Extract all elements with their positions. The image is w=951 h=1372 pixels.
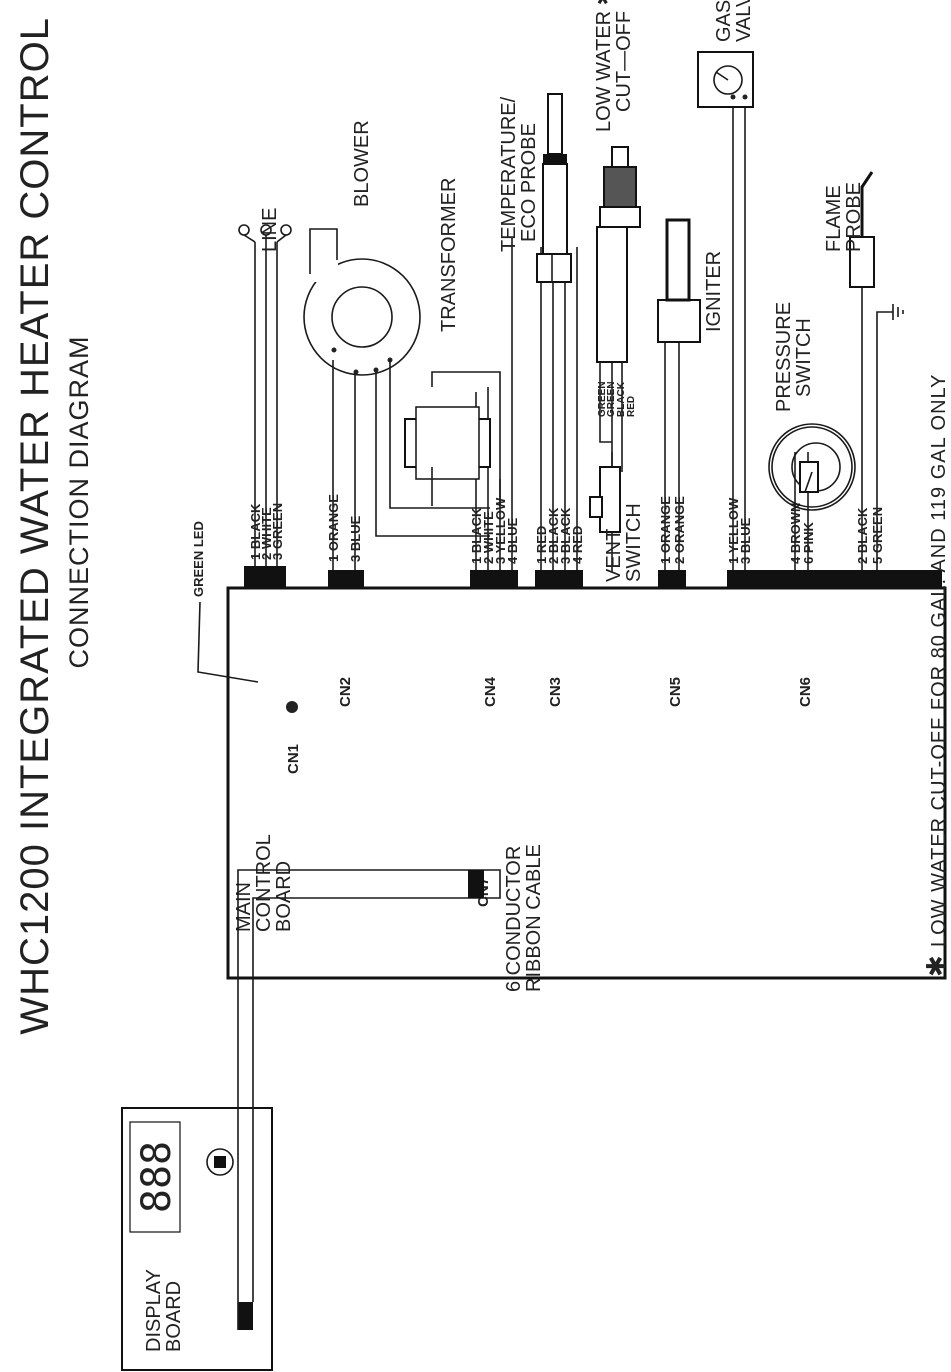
vent-switch: VENT SWITCH [589, 452, 645, 582]
footnote: ✱ LOW WATER CUT-OFF FOR 80 GAL. AND 119 … [921, 373, 951, 977]
cn3-wire-3: 3 BLACK [558, 507, 573, 564]
cn1-wire-2: 2 WHITE [259, 507, 274, 560]
temp-probe-label-2: ECO PROBE [518, 123, 540, 242]
line-terminals: LINE [238, 208, 292, 267]
low-water-wire-3: BLACK [616, 381, 627, 417]
cn1-label: CN1 [285, 744, 302, 774]
cn1-connector: 1 BLACK 2 WHITE 3 GREEN [244, 242, 286, 588]
flame-probe: FLAME PROBE [823, 171, 875, 288]
green-led-label: GREEN LED [191, 521, 206, 597]
cn3-wire-4: 4 RED [570, 526, 585, 564]
low-water-wire-1: GREEN [597, 381, 608, 417]
cn4-wire-4: 4 BLUE [505, 517, 520, 564]
green-led [286, 701, 298, 713]
cn7-connector [468, 870, 484, 898]
low-water-label-1: LOW WATER ✱ [593, 0, 615, 132]
cn3-connector: 1 RED 2 BLACK 3 BLACK 4 RED [534, 247, 585, 588]
vent-switch-label-1: VENT [603, 529, 625, 582]
cn6-wire-6: 6 PINK [801, 521, 816, 564]
cn6-label: CN6 [797, 677, 814, 707]
pressure-switch-label-1: PRESSURE [773, 302, 795, 412]
transformer-label: TRANSFORMER [438, 178, 460, 332]
cn6-wire-1: 1 YELLOW [726, 497, 741, 564]
svg-text:888: 888 [134, 1141, 180, 1213]
diagram-subtitle: CONNECTION DIAGRAM [64, 335, 94, 668]
ribbon-cable: 6 CONDUCTOR RIBBON CABLE [237, 844, 545, 1330]
gas-valve-label-1: GAS [713, 0, 735, 42]
cn2-label: CN2 [337, 677, 354, 707]
cn3-wire-2: 2 BLACK [546, 507, 561, 564]
cn6-connector: 1 YELLOW 3 BLUE 4 BROWN 6 PINK 2 BLACK 5… [726, 97, 942, 588]
cn6-wire-2: 2 BLACK [855, 507, 870, 564]
line-label: LINE [259, 208, 281, 252]
cn4-wire-2: 2 WHITE [481, 511, 496, 564]
diagram-title: WHC1200 INTEGRATED WATER HEATER CONTROL [13, 17, 57, 1035]
gas-valve-label-2: VALVE [733, 0, 755, 42]
ribbon-label-1: 6 CONDUCTOR [503, 846, 525, 992]
cn6-wire-5: 5 GREEN [870, 507, 885, 564]
cn5-wire-2: 2 ORANGE [672, 496, 687, 564]
cn2-wire-3: 3 BLUE [348, 515, 363, 562]
low-water-cutoff: GREEN GREEN BLACK RED LOW WATER ✱ CUT—OF… [593, 0, 641, 512]
transformer: TRANSFORMER [404, 178, 501, 480]
blower-label: BLOWER [351, 120, 373, 207]
gas-valve: GAS VALVE [697, 0, 755, 108]
pressure-switch-label-2: SWITCH [793, 318, 815, 397]
display-board-label-2: BOARD [163, 1281, 185, 1352]
main-board-label-3: BOARD [273, 861, 295, 932]
main-board-label-2: CONTROL [253, 834, 275, 932]
transformer-wiring [375, 360, 501, 537]
cn2-connector: 1 ORANGE 3 BLUE [326, 360, 364, 588]
cn5-label: CN5 [667, 677, 684, 707]
ribbon-label-2: RIBBON CABLE [523, 844, 545, 992]
temperature-eco-probe: TEMPERATURE/ ECO PROBE [498, 93, 572, 283]
seven-segment-display: 888 [129, 1121, 181, 1233]
cn3-label: CN3 [547, 677, 564, 707]
green-led-callout: GREEN LED [191, 521, 259, 683]
display-button[interactable] [214, 1156, 226, 1168]
footnote-marker: ✱ [921, 954, 951, 977]
cn1-wire-3: 3 GREEN [270, 503, 285, 560]
blower: BLOWER [303, 120, 421, 376]
pressure-switch: PRESSURE SWITCH [768, 302, 856, 511]
cn4-wire-3: 3 YELLOW [493, 497, 508, 564]
igniter-label: IGNITER [703, 251, 725, 332]
cn6-wire-3: 3 BLUE [738, 517, 753, 564]
low-water-wire-4: RED [626, 396, 637, 417]
main-board-label-1: MAIN [233, 882, 255, 932]
cn5-connector: 1 ORANGE 2 ORANGE [658, 342, 687, 588]
main-control-board: MAIN CONTROL BOARD CN1 CN2 CN4 CN3 CN5 C… [226, 586, 947, 980]
cn6-wire-4: 4 BROWN [788, 503, 803, 564]
igniter: IGNITER [657, 218, 725, 343]
flame-probe-label-1: FLAME [823, 185, 845, 252]
cn5-wire-1: 1 ORANGE [658, 496, 673, 564]
flame-probe-label-2: PROBE [843, 182, 865, 252]
cn1-wire-1: 1 BLACK [248, 503, 263, 560]
vent-switch-label-2: SWITCH [623, 503, 645, 582]
display-board-label-1: DISPLAY [143, 1269, 165, 1352]
display-board: 888 DISPLAY BOARD [121, 1107, 273, 1371]
temp-probe-label-1: TEMPERATURE/ [498, 96, 520, 252]
cn3-wire-1: 1 RED [534, 526, 549, 564]
cn4-wire-1: 1 BLACK [469, 507, 484, 564]
low-water-label-2: CUT—OFF [613, 11, 635, 112]
cn4-label: CN4 [482, 676, 499, 707]
low-water-wire-2: GREEN [606, 381, 617, 417]
footnote-text: LOW WATER CUT-OFF FOR 80 GAL. AND 119 GA… [928, 373, 950, 947]
cn2-wire-1: 1 ORANGE [326, 494, 341, 562]
